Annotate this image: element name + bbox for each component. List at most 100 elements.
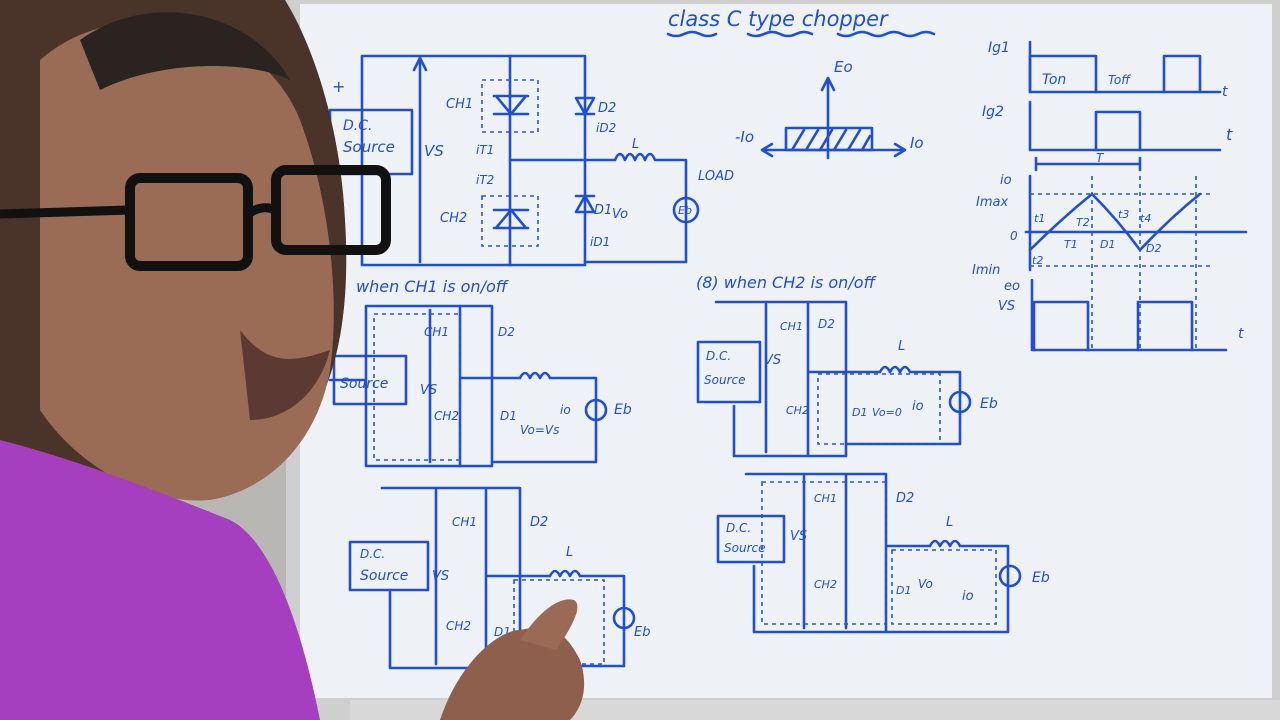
case-a1-d1: D1 bbox=[500, 409, 517, 423]
wave-seg-d2: D2 bbox=[1146, 242, 1161, 255]
case-a1-ch1: CH1 bbox=[424, 325, 449, 339]
wave-seg-t2: T2 bbox=[1076, 216, 1090, 229]
case-a2-d2: D2 bbox=[530, 515, 548, 530]
eo-waveform bbox=[1032, 300, 1194, 352]
quadrant-region bbox=[784, 126, 874, 152]
case-b2-current-path-1 bbox=[761, 481, 887, 625]
wave-ig1: Ig1 bbox=[988, 40, 1010, 56]
case-a-circuit-2: D.C. Source VS CH1 CH2 D2 D1 L Eb bbox=[348, 486, 650, 670]
ig2-pulse bbox=[1094, 110, 1142, 152]
case-a2-source: Source bbox=[360, 568, 408, 584]
case-b1-eb: Eb bbox=[980, 396, 998, 412]
main-vs: VS bbox=[424, 142, 444, 160]
case-b2-motor-icon bbox=[998, 564, 1022, 588]
case-b-circuit-2: D.C. Source VS CH1 CH2 D2 D1 Vo io L Eb bbox=[716, 472, 1050, 634]
wave-t-2: t bbox=[1226, 125, 1233, 144]
glasses-left-lens bbox=[125, 173, 253, 271]
case-b2-eb: Eb bbox=[1032, 570, 1050, 586]
main-load: LOAD bbox=[698, 169, 734, 184]
case-b2-d2: D2 bbox=[896, 491, 914, 506]
case-b1-vs: VS bbox=[764, 353, 781, 368]
case-b2-vs: VS bbox=[790, 529, 807, 544]
case-a1-source: Source bbox=[340, 376, 388, 392]
wave-toff: Toff bbox=[1108, 73, 1131, 87]
presenter bbox=[0, 0, 585, 720]
case-b2-io: io bbox=[962, 589, 974, 604]
case-a-heading: when CH1 is on/off bbox=[356, 277, 510, 296]
main-id2: iD2 bbox=[596, 121, 616, 135]
case-b1-wires bbox=[714, 300, 962, 458]
case-b1-dc: D.C. bbox=[706, 349, 731, 363]
case-a1-load-wires bbox=[458, 304, 598, 468]
case-b2-current-path-2 bbox=[891, 549, 997, 625]
case-b1-source: Source bbox=[704, 373, 745, 387]
wave-t-1: t bbox=[1222, 84, 1228, 100]
period-marker bbox=[1034, 156, 1142, 172]
main-circuit: D.C. Source + VS CH1 CH2 iT1 iT2 D2 iD2 … bbox=[328, 54, 734, 267]
wave-io: io bbox=[1000, 173, 1012, 188]
case-b1-d2: D2 bbox=[818, 317, 835, 331]
wave-imin: Imin bbox=[972, 263, 1000, 278]
case-a2-ch2: CH2 bbox=[446, 619, 471, 633]
quadrant-hatch bbox=[790, 128, 872, 152]
quadrant-neg-io: -Io bbox=[735, 128, 754, 146]
wave-t-3: t bbox=[1238, 326, 1244, 342]
title-underline bbox=[666, 30, 936, 38]
waveforms: Ig1 Ton Toff t Ig2 t T io Imax 0 Imin t1… bbox=[972, 40, 1248, 352]
case-b2-ch1: CH1 bbox=[814, 492, 837, 505]
case-b1-l: L bbox=[898, 339, 905, 354]
main-eb: Eb bbox=[678, 204, 692, 217]
presenter-hair bbox=[80, 12, 290, 91]
case-b2-source-box bbox=[716, 514, 786, 564]
main-source-dc: D.C. bbox=[343, 118, 372, 134]
wave-ig2: Ig2 bbox=[982, 104, 1004, 120]
case-a1-vo: Vo=Vs bbox=[520, 423, 559, 437]
case-a-circuit-1: Source VS CH1 CH2 D2 D1 Vo=Vs io Eb bbox=[328, 304, 632, 468]
main-d2: D2 bbox=[598, 101, 616, 116]
eo-axis bbox=[820, 76, 836, 160]
case-b2-l: L bbox=[946, 515, 953, 530]
case-b2-d1: D1 bbox=[896, 584, 911, 597]
main-vo: Vo bbox=[612, 207, 628, 222]
wave-t3: t3 bbox=[1118, 208, 1129, 221]
case-a2-vs: VS bbox=[432, 569, 449, 584]
case-a2-l: L bbox=[566, 545, 573, 560]
presenter-pointing-finger bbox=[520, 599, 578, 650]
case-a1-motor-icon bbox=[584, 398, 608, 422]
case-b2-dc: D.C. bbox=[726, 521, 751, 535]
presenter-hand bbox=[440, 627, 585, 720]
main-ch2-label: CH2 bbox=[440, 211, 467, 226]
board-tray bbox=[350, 700, 1280, 720]
case-b-circuit-1: D.C. Source VS CH1 CH2 D2 D1 Vo=0 io L E… bbox=[696, 300, 998, 458]
case-a2-dc: D.C. bbox=[360, 547, 385, 561]
board-title: class C type chopper bbox=[668, 7, 889, 31]
wave-t4: t4 bbox=[1140, 212, 1151, 225]
glasses-bridge bbox=[0, 203, 278, 219]
wave-zero: 0 bbox=[1010, 229, 1018, 243]
quadrant-eo: Eo bbox=[834, 58, 853, 76]
case-b1-io: io bbox=[912, 399, 924, 414]
case-a2-source-box bbox=[348, 540, 430, 592]
wave-t2: t2 bbox=[1032, 254, 1043, 267]
io-waveform bbox=[1028, 192, 1202, 252]
main-it1: iT1 bbox=[476, 143, 494, 157]
case-a1-current-path bbox=[373, 313, 461, 461]
main-it2: iT2 bbox=[476, 173, 494, 187]
io-axes bbox=[1024, 174, 1248, 272]
case-a2-eb: Eb bbox=[634, 625, 650, 640]
io-guides bbox=[1030, 176, 1210, 350]
presenter-shirt bbox=[0, 440, 320, 720]
inductor-and-load-wire bbox=[508, 152, 688, 264]
case-a1-eb: Eb bbox=[614, 402, 632, 418]
ch1-thyristor-icon bbox=[492, 94, 530, 116]
case-b1-vo: Vo=0 bbox=[872, 406, 902, 419]
main-motor-icon bbox=[672, 196, 700, 224]
main-plus: + bbox=[332, 77, 345, 96]
ig2-axes bbox=[1028, 100, 1222, 152]
quadrant-diagram: Eo Io -Io bbox=[735, 58, 924, 160]
case-b2-ch2: CH2 bbox=[814, 578, 837, 591]
case-b-heading: (8) when CH2 is on/off bbox=[696, 273, 877, 292]
case-b1-d1: D1 bbox=[852, 406, 867, 419]
